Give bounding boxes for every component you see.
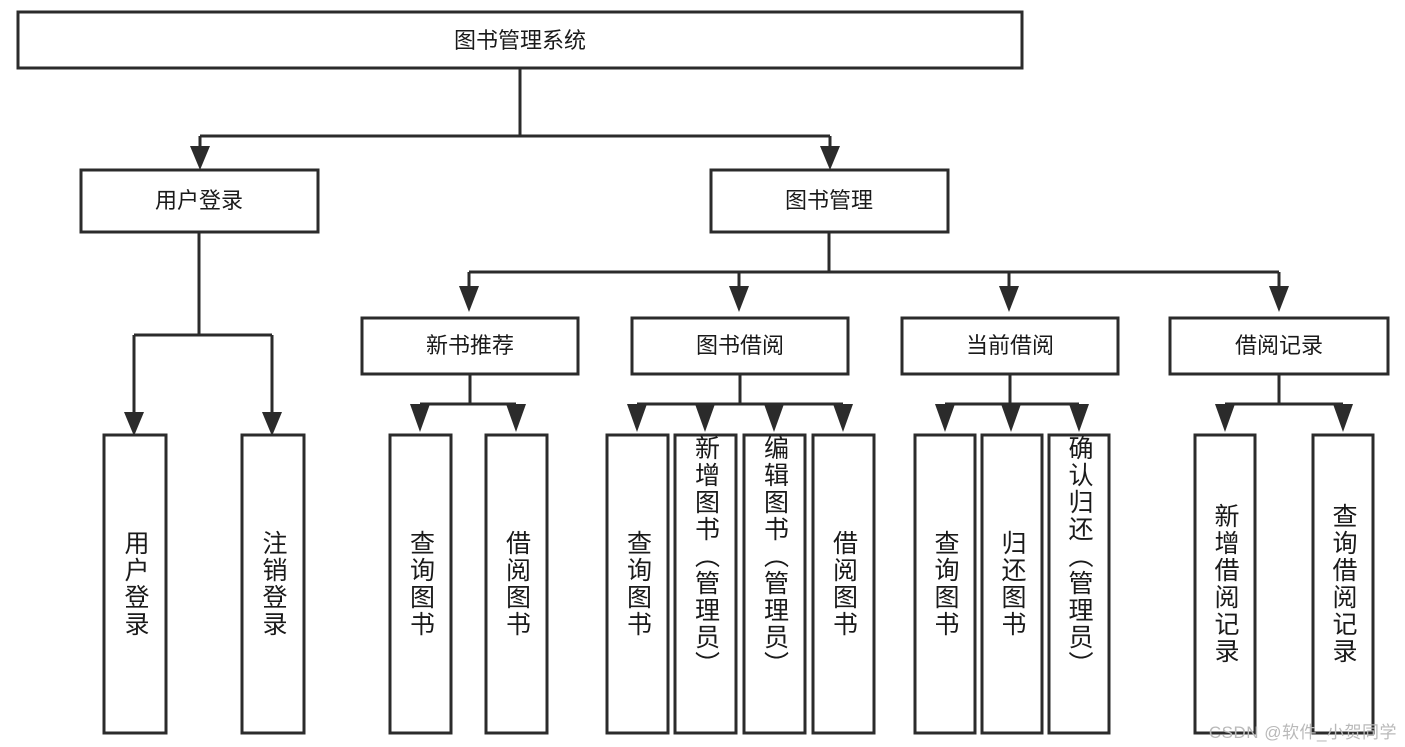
node-user-login-label: 用户登录 — [155, 188, 243, 213]
leaf-boxes-user-login — [102, 433, 306, 735]
arrow-head-cb-leaf-0 — [935, 404, 955, 432]
node-book-borrow-box[interactable] — [630, 316, 850, 376]
node-current-borrow[interactable]: 当前借阅 — [900, 316, 1120, 376]
arrow-head-bb-leaf-3 — [833, 404, 853, 432]
leaf-boxes-current-borrow — [913, 433, 1111, 735]
leaf-box-user-login-0[interactable] — [102, 433, 168, 735]
connectors-borrow-record-to-leaves — [1215, 374, 1353, 432]
arrow-head-borrow-record — [1269, 286, 1289, 312]
leaf-box-nbr-1[interactable] — [484, 433, 549, 735]
connectors-book-manage-to-level3 — [459, 232, 1289, 312]
arrow-head-user-login-leaf-1 — [262, 412, 282, 436]
node-borrow-record[interactable]: 借阅记录 — [1168, 316, 1390, 376]
node-new-book-recommend[interactable]: 新书推荐 — [360, 316, 580, 376]
arrow-head-current-borrow — [999, 286, 1019, 312]
node-new-book-recommend-box[interactable] — [360, 316, 580, 376]
node-book-manage[interactable]: 图书管理 — [709, 168, 950, 234]
leaf-box-nbr-0[interactable] — [388, 433, 453, 735]
node-current-borrow-box[interactable] — [900, 316, 1120, 376]
leaf-boxes-borrow-record — [1193, 433, 1375, 735]
arrow-head-nbr-leaf-0 — [410, 404, 430, 432]
node-root[interactable]: 图书管理系统 — [16, 10, 1024, 70]
arrow-head-book-borrow — [729, 286, 749, 312]
leaf-box-br-1[interactable] — [1311, 433, 1375, 735]
leaf-box-bb-0[interactable] — [605, 433, 670, 735]
leaf-box-bb-2[interactable] — [742, 433, 807, 735]
leaf-box-cb-0[interactable] — [913, 433, 977, 735]
node-borrow-record-label: 借阅记录 — [1235, 333, 1323, 358]
node-borrow-record-box[interactable] — [1168, 316, 1390, 376]
leaf-box-cb-2[interactable] — [1047, 433, 1111, 735]
csdn-watermark: CSDN @软件_小贺同学 — [1208, 723, 1397, 742]
connectors-book-borrow-to-leaves — [627, 374, 853, 432]
node-current-borrow-label: 当前借阅 — [966, 333, 1054, 358]
arrow-head-cb-leaf-1 — [1001, 404, 1021, 432]
arrow-head-to-book-manage — [820, 146, 840, 170]
arrow-head-user-login-leaf-0 — [124, 412, 144, 436]
arrow-head-to-user-login — [190, 146, 210, 170]
arrow-head-new-book-recommend — [459, 286, 479, 312]
connectors-user-login-to-leaves — [124, 232, 282, 436]
node-book-manage-label: 图书管理 — [785, 188, 873, 213]
arrow-head-nbr-leaf-1 — [506, 404, 526, 432]
arrow-head-bb-leaf-2 — [764, 404, 784, 432]
connectors-root-to-level2 — [190, 68, 840, 170]
arrow-head-bb-leaf-0 — [627, 404, 647, 432]
node-book-manage-box[interactable] — [709, 168, 950, 234]
leaf-box-user-login-1[interactable] — [240, 433, 306, 735]
arrow-head-br-leaf-0 — [1215, 404, 1235, 432]
node-book-borrow[interactable]: 图书借阅 — [630, 316, 850, 376]
leaf-box-cb-1[interactable] — [980, 433, 1044, 735]
leaf-boxes-book-borrow — [605, 433, 876, 735]
connectors-current-borrow-to-leaves — [935, 374, 1089, 432]
node-user-login[interactable]: 用户登录 — [79, 168, 320, 234]
node-root-label: 图书管理系统 — [454, 28, 586, 53]
node-book-borrow-label: 图书借阅 — [696, 333, 784, 358]
connectors-new-book-recommend-to-leaves — [410, 374, 526, 432]
leaf-box-br-0[interactable] — [1193, 433, 1257, 735]
node-root-box[interactable] — [16, 10, 1024, 70]
node-new-book-recommend-label: 新书推荐 — [426, 333, 514, 358]
leaf-boxes-new-book-recommend — [388, 433, 549, 735]
leaf-box-bb-3[interactable] — [811, 433, 876, 735]
arrow-head-br-leaf-1 — [1333, 404, 1353, 432]
leaf-box-bb-1[interactable] — [673, 433, 738, 735]
arrow-head-bb-leaf-1 — [695, 404, 715, 432]
arrow-head-cb-leaf-2 — [1069, 404, 1089, 432]
